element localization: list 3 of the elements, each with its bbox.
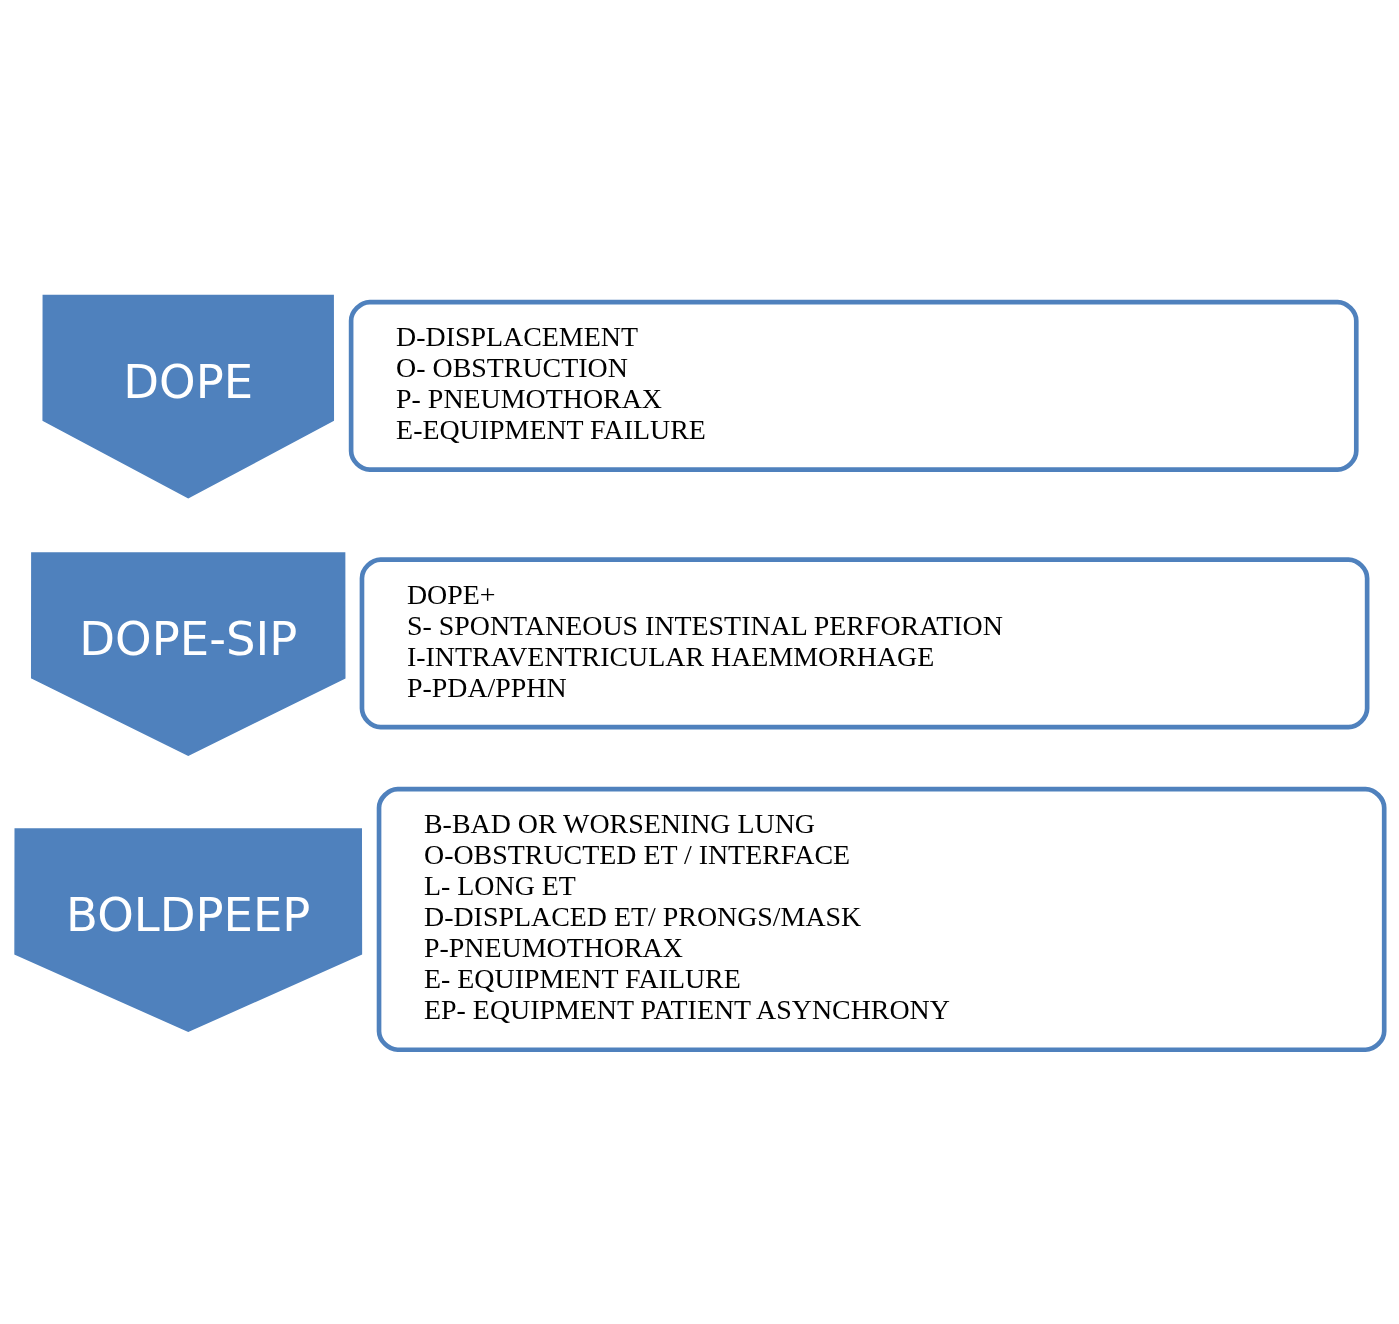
node-box: D-DISPLACEMENT O- OBSTRUCTION P- PNEUMOTHORAX E-EQUIPMENT FAILURE [348, 299, 1359, 472]
node-box: B-BAD OR WORSENING LUNG O-OBSTRUCTED ET / INTERFACE L- LONG ET D-DISPLACED ET/ PRONGS/MASK P-PNEUMOTHORAX E- EQUIPMENT FAILURE EP- EQUIPMENT PATIENT ASYNCHRONY [376, 786, 1387, 1053]
node-box: DOPE+ S- SPONTANEOUS INTESTINAL PERFORATION I-INTRAVENTRICULAR HAEMMORHAGE P-PDA/PPHN [359, 557, 1370, 730]
